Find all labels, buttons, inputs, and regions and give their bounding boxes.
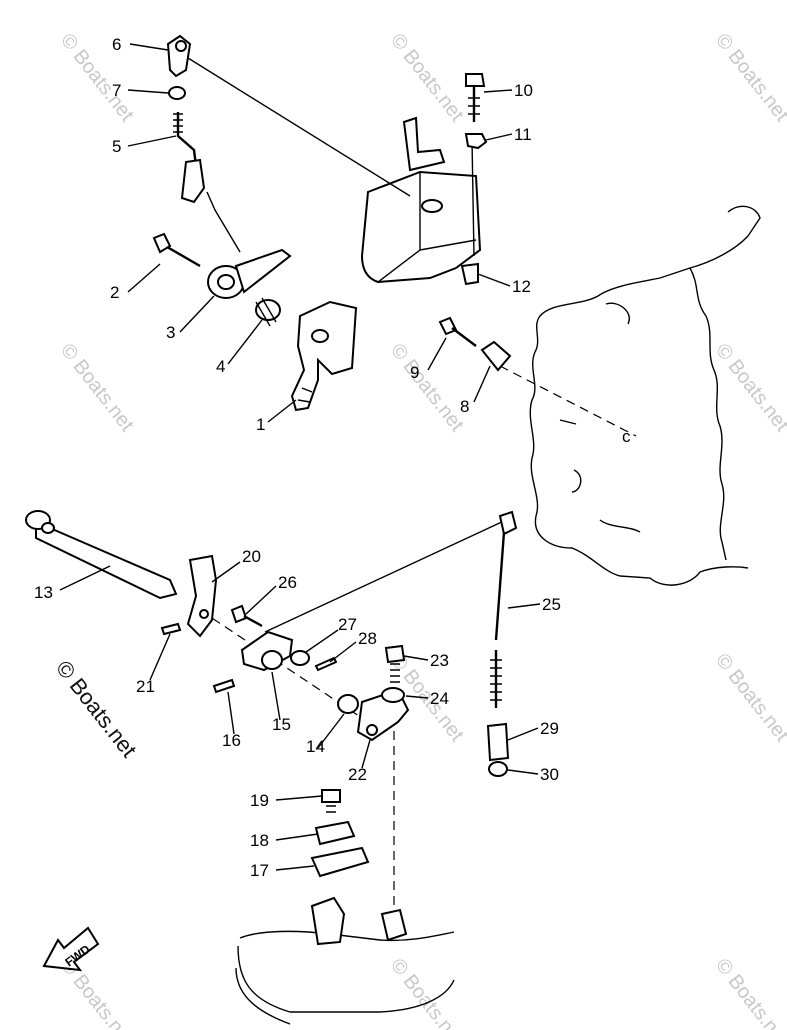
part-label: 11: [514, 125, 532, 144]
part-label: 2: [110, 283, 119, 302]
lower-linkage: [25, 510, 518, 878]
forward-direction-arrow: FWD: [42, 926, 100, 972]
part-label: 3: [166, 323, 175, 342]
part-label: 6: [112, 35, 121, 54]
watermark: © Boats.net: [711, 30, 787, 126]
bottom-cowl: [235, 896, 455, 1025]
part-label: 4: [216, 357, 225, 376]
part-label: 25: [542, 595, 561, 614]
watermark: © Boats.net: [386, 30, 468, 126]
part-label: 20: [242, 547, 261, 566]
watermark: © Boats.net: [56, 340, 138, 436]
part-label: 5: [112, 137, 121, 156]
part-label: 19: [250, 791, 269, 810]
part-label: 24: [430, 689, 449, 708]
watermark: © Boats.net: [56, 30, 138, 126]
part-label: 17: [250, 861, 269, 880]
part-label: 23: [430, 651, 449, 670]
part-label: 26: [278, 573, 297, 592]
part-label: 27: [338, 615, 357, 634]
leader-lines: [187, 57, 637, 920]
engine-block: [529, 205, 761, 586]
part-label: 30: [540, 765, 559, 784]
reference-marker: c: [622, 427, 631, 446]
part-label: 29: [540, 719, 559, 738]
watermark: © Boats.net: [711, 340, 787, 436]
part-label: 14: [306, 737, 325, 756]
watermark: © Boats.net: [386, 955, 468, 1030]
watermark: © Boats.net: [711, 955, 787, 1030]
callout-leaders: [59, 43, 541, 871]
watermark: © Boats.net: [386, 340, 468, 436]
part-label: 7: [112, 81, 121, 100]
part-label: 15: [272, 715, 291, 734]
bracket-assembly: [360, 116, 482, 284]
part-label: 1: [256, 415, 265, 434]
part-labels: 6 7 5 2 3 4 1 10 11 12 9 8 13 20 26 27 2…: [34, 35, 561, 880]
part-label: 9: [410, 363, 419, 382]
part-label: 10: [514, 81, 533, 100]
part-label: 22: [348, 765, 367, 784]
part-label: 12: [512, 277, 531, 296]
copyright-watermark: © Boats.net: [51, 656, 142, 762]
part-label: 18: [250, 831, 269, 850]
watermark: © Boats.net: [711, 650, 787, 746]
upper-linkage: [152, 34, 358, 412]
part-label: 28: [358, 629, 377, 648]
part-label: 8: [460, 397, 469, 416]
part-label: 13: [34, 583, 53, 602]
part-label: 16: [222, 731, 241, 750]
part-label: 21: [136, 677, 155, 696]
upper-hardware: [438, 73, 512, 372]
